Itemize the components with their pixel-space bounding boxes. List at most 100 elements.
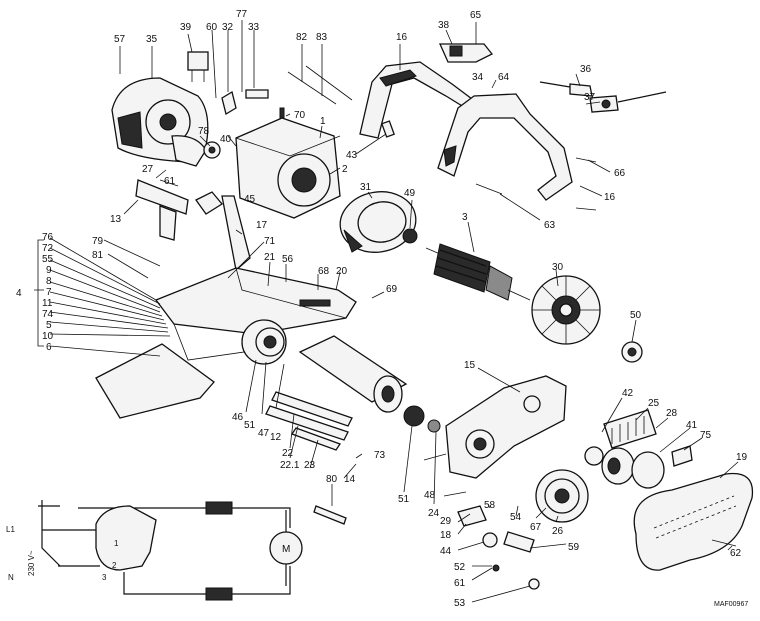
label-46: 46: [232, 412, 244, 423]
pin-43: [381, 120, 395, 138]
brush-holder: [187, 51, 209, 82]
label-66: 66: [614, 168, 626, 179]
label-31: 31: [360, 182, 372, 193]
washer-53: [528, 578, 540, 590]
label-43: 43: [346, 150, 358, 161]
bearing-78-bore: [208, 146, 216, 154]
label-29: 29: [440, 516, 452, 527]
label-17: 17: [256, 220, 268, 231]
bolt-52: [503, 531, 535, 553]
label-42: 42: [622, 388, 634, 399]
circuit-voltage-label: 230 V~: [27, 550, 36, 576]
label-73: 73: [374, 450, 386, 461]
label-60: 60: [206, 22, 218, 33]
washer-45: [195, 191, 223, 215]
spanner-80: [313, 505, 347, 525]
gear-housing: [423, 375, 567, 479]
label-18: 18: [440, 530, 452, 541]
plate-22: [271, 391, 353, 427]
circuit-switch-term-1: 1: [114, 539, 119, 548]
bearing-50-bore: [627, 347, 637, 357]
label-39: 39: [180, 22, 192, 33]
circuit-neutral-label: N: [8, 573, 14, 582]
label-9: 9: [46, 265, 52, 276]
label-48: 48: [424, 490, 436, 501]
label-38: 38: [438, 20, 450, 31]
label-26: 26: [552, 526, 564, 537]
label-25: 25: [648, 398, 660, 409]
pulley-42: [584, 446, 604, 466]
label-15: 15: [464, 360, 476, 371]
label-40: 40: [220, 134, 232, 145]
screw-70: [279, 107, 285, 119]
label-50: 50: [630, 310, 642, 321]
label-23: 23: [304, 460, 316, 471]
label-5: 5: [46, 320, 52, 331]
label-72: 72: [42, 243, 54, 254]
label-74: 74: [42, 309, 54, 320]
screw-66: [575, 157, 597, 163]
label-13: 13: [110, 214, 122, 225]
label-53: 53: [454, 598, 466, 609]
label-49: 49: [404, 188, 416, 199]
label-7: 7: [46, 287, 52, 298]
label-81: 81: [92, 250, 104, 261]
label-3: 3: [462, 212, 468, 223]
screw-62: [711, 539, 737, 547]
label-4: 4: [16, 288, 22, 299]
label-37: 37: [584, 92, 596, 103]
label-14: 14: [344, 474, 356, 485]
label-41: 41: [686, 420, 698, 431]
label-47: 47: [258, 428, 270, 439]
label-76: 76: [42, 232, 54, 243]
label-51-right: 51: [398, 494, 410, 505]
label-70: 70: [294, 110, 306, 121]
label-57: 57: [114, 34, 126, 45]
motor-end-housing: [111, 77, 209, 167]
drive-roller: [298, 335, 408, 413]
label-69: 69: [386, 284, 398, 295]
label-33: 33: [248, 22, 260, 33]
rod-82: [287, 71, 337, 105]
label-51-left: 51: [244, 420, 256, 431]
label-plate-75: [671, 445, 693, 467]
lever-18: [457, 505, 487, 527]
label-77: 77: [236, 9, 248, 20]
side-handle: [437, 93, 573, 201]
label-55: 55: [42, 254, 54, 265]
label-80: 80: [326, 474, 338, 485]
dust-bag: [95, 343, 215, 419]
base-frame: [154, 267, 357, 361]
label-36: 36: [580, 64, 592, 75]
clip-32: [221, 90, 237, 116]
label-59: 59: [568, 542, 580, 553]
drive-pulley: [601, 447, 635, 485]
cooling-fan: [531, 275, 601, 345]
label-16-upper: 16: [396, 32, 408, 43]
label-44: 44: [440, 546, 452, 557]
label-54: 54: [510, 512, 522, 523]
label-67: 67: [530, 522, 542, 533]
label-20: 20: [336, 266, 348, 277]
armature: [425, 243, 531, 301]
screw-63-b: [575, 207, 597, 211]
front-grip: [135, 179, 189, 241]
label-10: 10: [42, 331, 54, 342]
label-45: 45: [244, 194, 256, 205]
label-24: 24: [428, 508, 440, 519]
label-83: 83: [316, 32, 328, 43]
label-34: 34: [472, 72, 484, 83]
washer-41: [631, 451, 665, 489]
label-82: 82: [296, 32, 308, 43]
leader-lines: [34, 20, 739, 603]
label-6: 6: [46, 342, 52, 353]
label-79: 79: [92, 236, 104, 247]
toothed-belt: [603, 409, 657, 449]
label-63: 63: [544, 220, 556, 231]
screw-63-a: [475, 183, 503, 195]
plate-23: [291, 427, 341, 451]
brush-33: [245, 89, 269, 99]
label-2: 2: [342, 164, 348, 175]
label-35: 35: [146, 34, 158, 45]
label-58: 58: [484, 500, 496, 511]
